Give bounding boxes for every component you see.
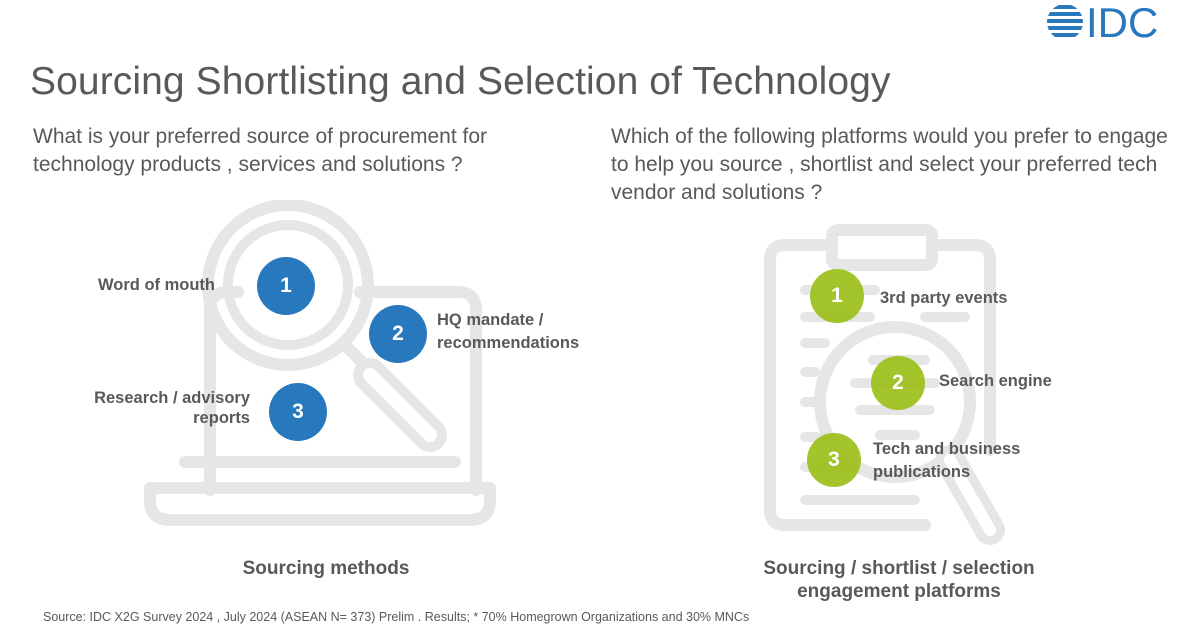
rank-badge-2: 2	[871, 356, 925, 410]
item-label-line2: reports	[193, 409, 250, 427]
rank-badge-2: 2	[369, 305, 427, 363]
right-caption: Sourcing / shortlist / selection engagem…	[724, 557, 1074, 603]
source-note: Source: IDC X2G Survey 2024 , July 2024 …	[43, 610, 750, 624]
left-question: What is your preferred source of procure…	[33, 125, 488, 176]
page-title: Sourcing Shortlisting and Selection of T…	[30, 60, 891, 103]
item-label-line1: Tech and business	[873, 440, 1021, 458]
left-caption: Sourcing methods	[242, 558, 410, 579]
item-search-engine: Search engine	[939, 372, 1052, 390]
laptop-magnifier-icon	[144, 200, 496, 526]
item-research-advisory: Research / advisory reports	[60, 388, 250, 428]
caption-line2: engagement platforms	[797, 581, 1001, 602]
svg-text:IDC: IDC	[1086, 2, 1158, 42]
rank-badge-1: 1	[257, 257, 315, 315]
rank-badge-3: 3	[807, 433, 861, 487]
clipboard-magnifier-icon	[764, 224, 1005, 545]
idc-logo: IDC	[1046, 0, 1170, 46]
caption-line1: Sourcing / shortlist / selection	[763, 558, 1035, 579]
rank-badge-3: 3	[269, 383, 327, 441]
item-hq-mandate: HQ mandate / recommendations	[437, 309, 579, 355]
item-word-of-mouth: Word of mouth	[98, 276, 215, 294]
rank-badge-1: 1	[810, 269, 864, 323]
item-3rd-party-events: 3rd party events	[880, 289, 1008, 307]
right-question: Which of the following platforms would y…	[611, 125, 1168, 204]
item-label-line1: HQ mandate /	[437, 311, 544, 329]
item-label-line2: publications	[873, 463, 971, 481]
item-tech-publications: Tech and business publications	[873, 438, 1020, 484]
item-label-line2: recommendations	[437, 334, 580, 352]
item-label-line1: Research / advisory	[94, 389, 250, 407]
